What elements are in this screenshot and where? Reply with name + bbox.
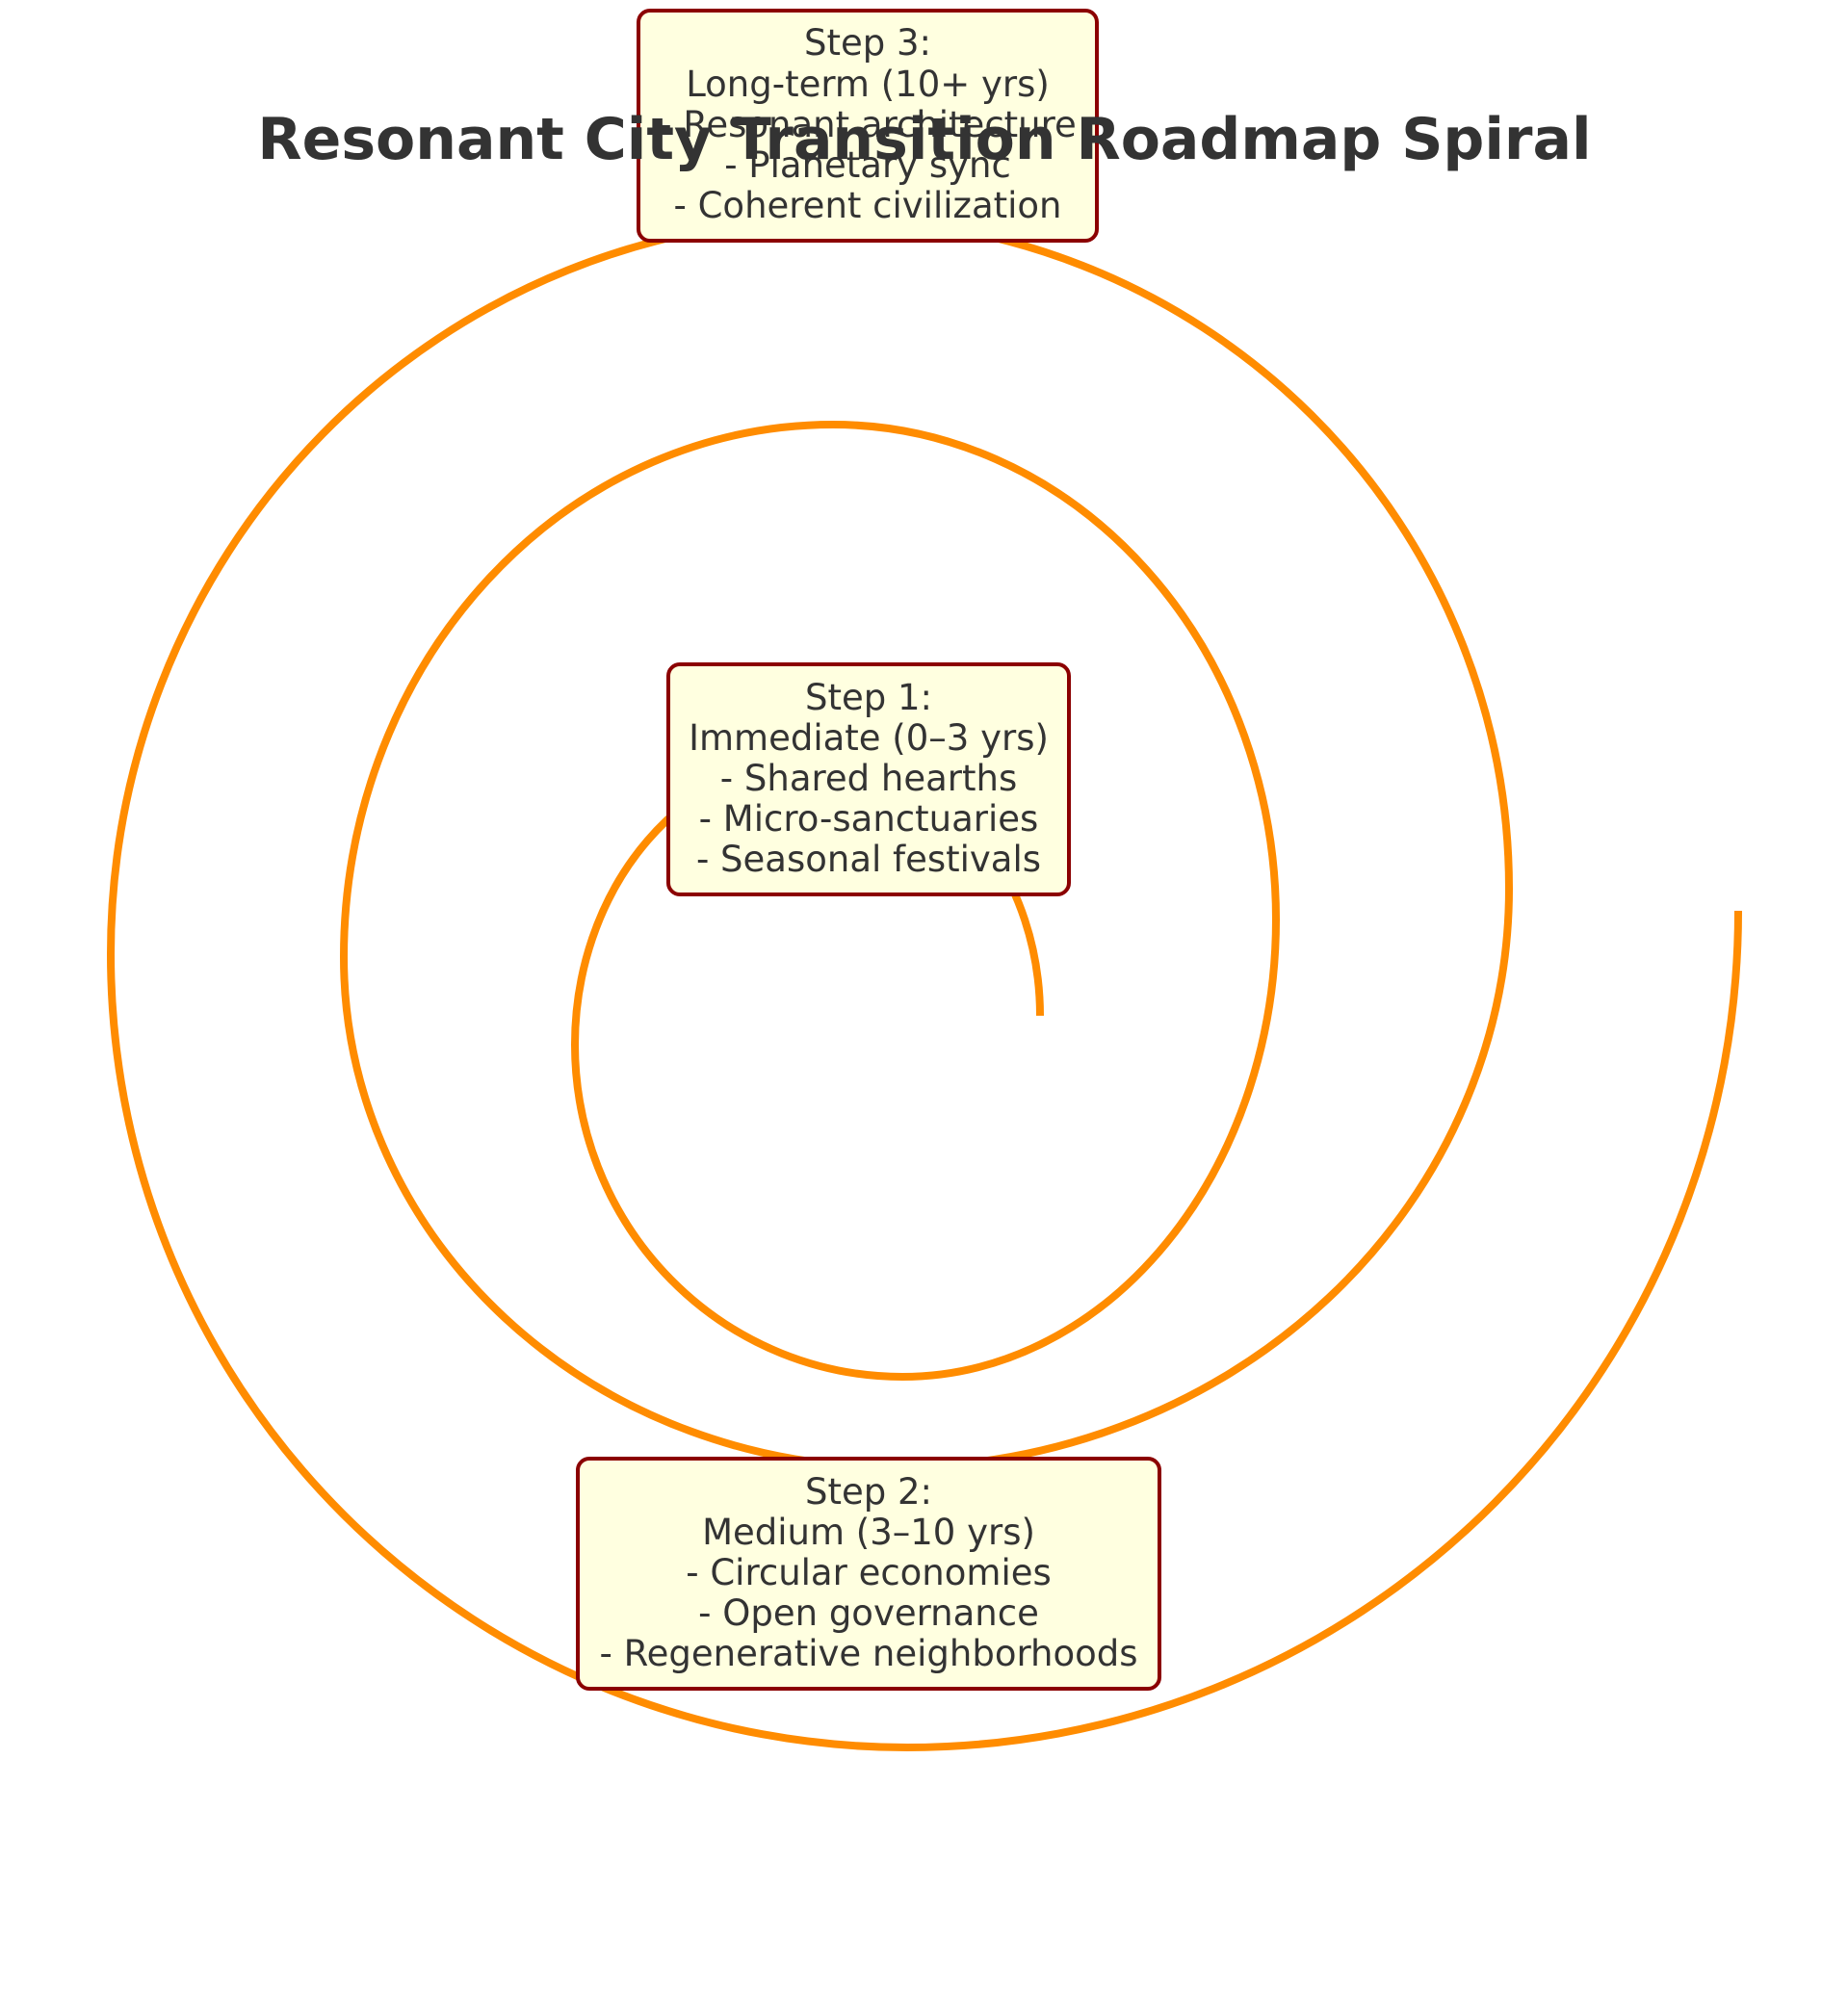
step-1-heading: Step 1: bbox=[805, 677, 932, 718]
step-2-item-3: - Regenerative neighborhoods bbox=[599, 1633, 1137, 1674]
step-3-item-3: - Coherent civilization bbox=[673, 185, 1061, 226]
step-3-phase: Long-term (10+ yrs) bbox=[686, 64, 1050, 105]
step-2-heading: Step 2: bbox=[805, 1471, 932, 1513]
step-1-item-3: - Seasonal festivals bbox=[696, 839, 1041, 880]
step-2-phase: Medium (3–10 yrs) bbox=[702, 1512, 1035, 1553]
step-3-box bbox=[637, 9, 1099, 243]
step-1-item-2: - Micro-sanctuaries bbox=[699, 798, 1039, 840]
step-3-heading: Step 3: bbox=[804, 22, 931, 64]
step-3-item-2: - Planetary sync bbox=[724, 144, 1011, 186]
step-1-phase: Immediate (0–3 yrs) bbox=[689, 717, 1049, 759]
step-1-box bbox=[666, 662, 1071, 896]
step-3-item-1: - Resonant architecture bbox=[659, 104, 1077, 145]
step-2-item-2: - Open governance bbox=[698, 1592, 1039, 1634]
step-2-card: Step 2: Medium (3–10 yrs) - Circular eco… bbox=[576, 1457, 1161, 1691]
diagram-title: Resonant City Transition Roadmap Spiral bbox=[257, 106, 1591, 173]
step-3-card: Step 3: Long-term (10+ yrs) - Resonant a… bbox=[637, 9, 1099, 243]
step-2-box bbox=[576, 1457, 1161, 1691]
step-1-item-1: - Shared hearths bbox=[720, 758, 1017, 799]
roadmap-spiral bbox=[106, 214, 1742, 1752]
step-1-card: Step 1: Immediate (0–3 yrs) - Shared hea… bbox=[666, 662, 1071, 896]
step-2-item-1: - Circular economies bbox=[686, 1552, 1052, 1593]
